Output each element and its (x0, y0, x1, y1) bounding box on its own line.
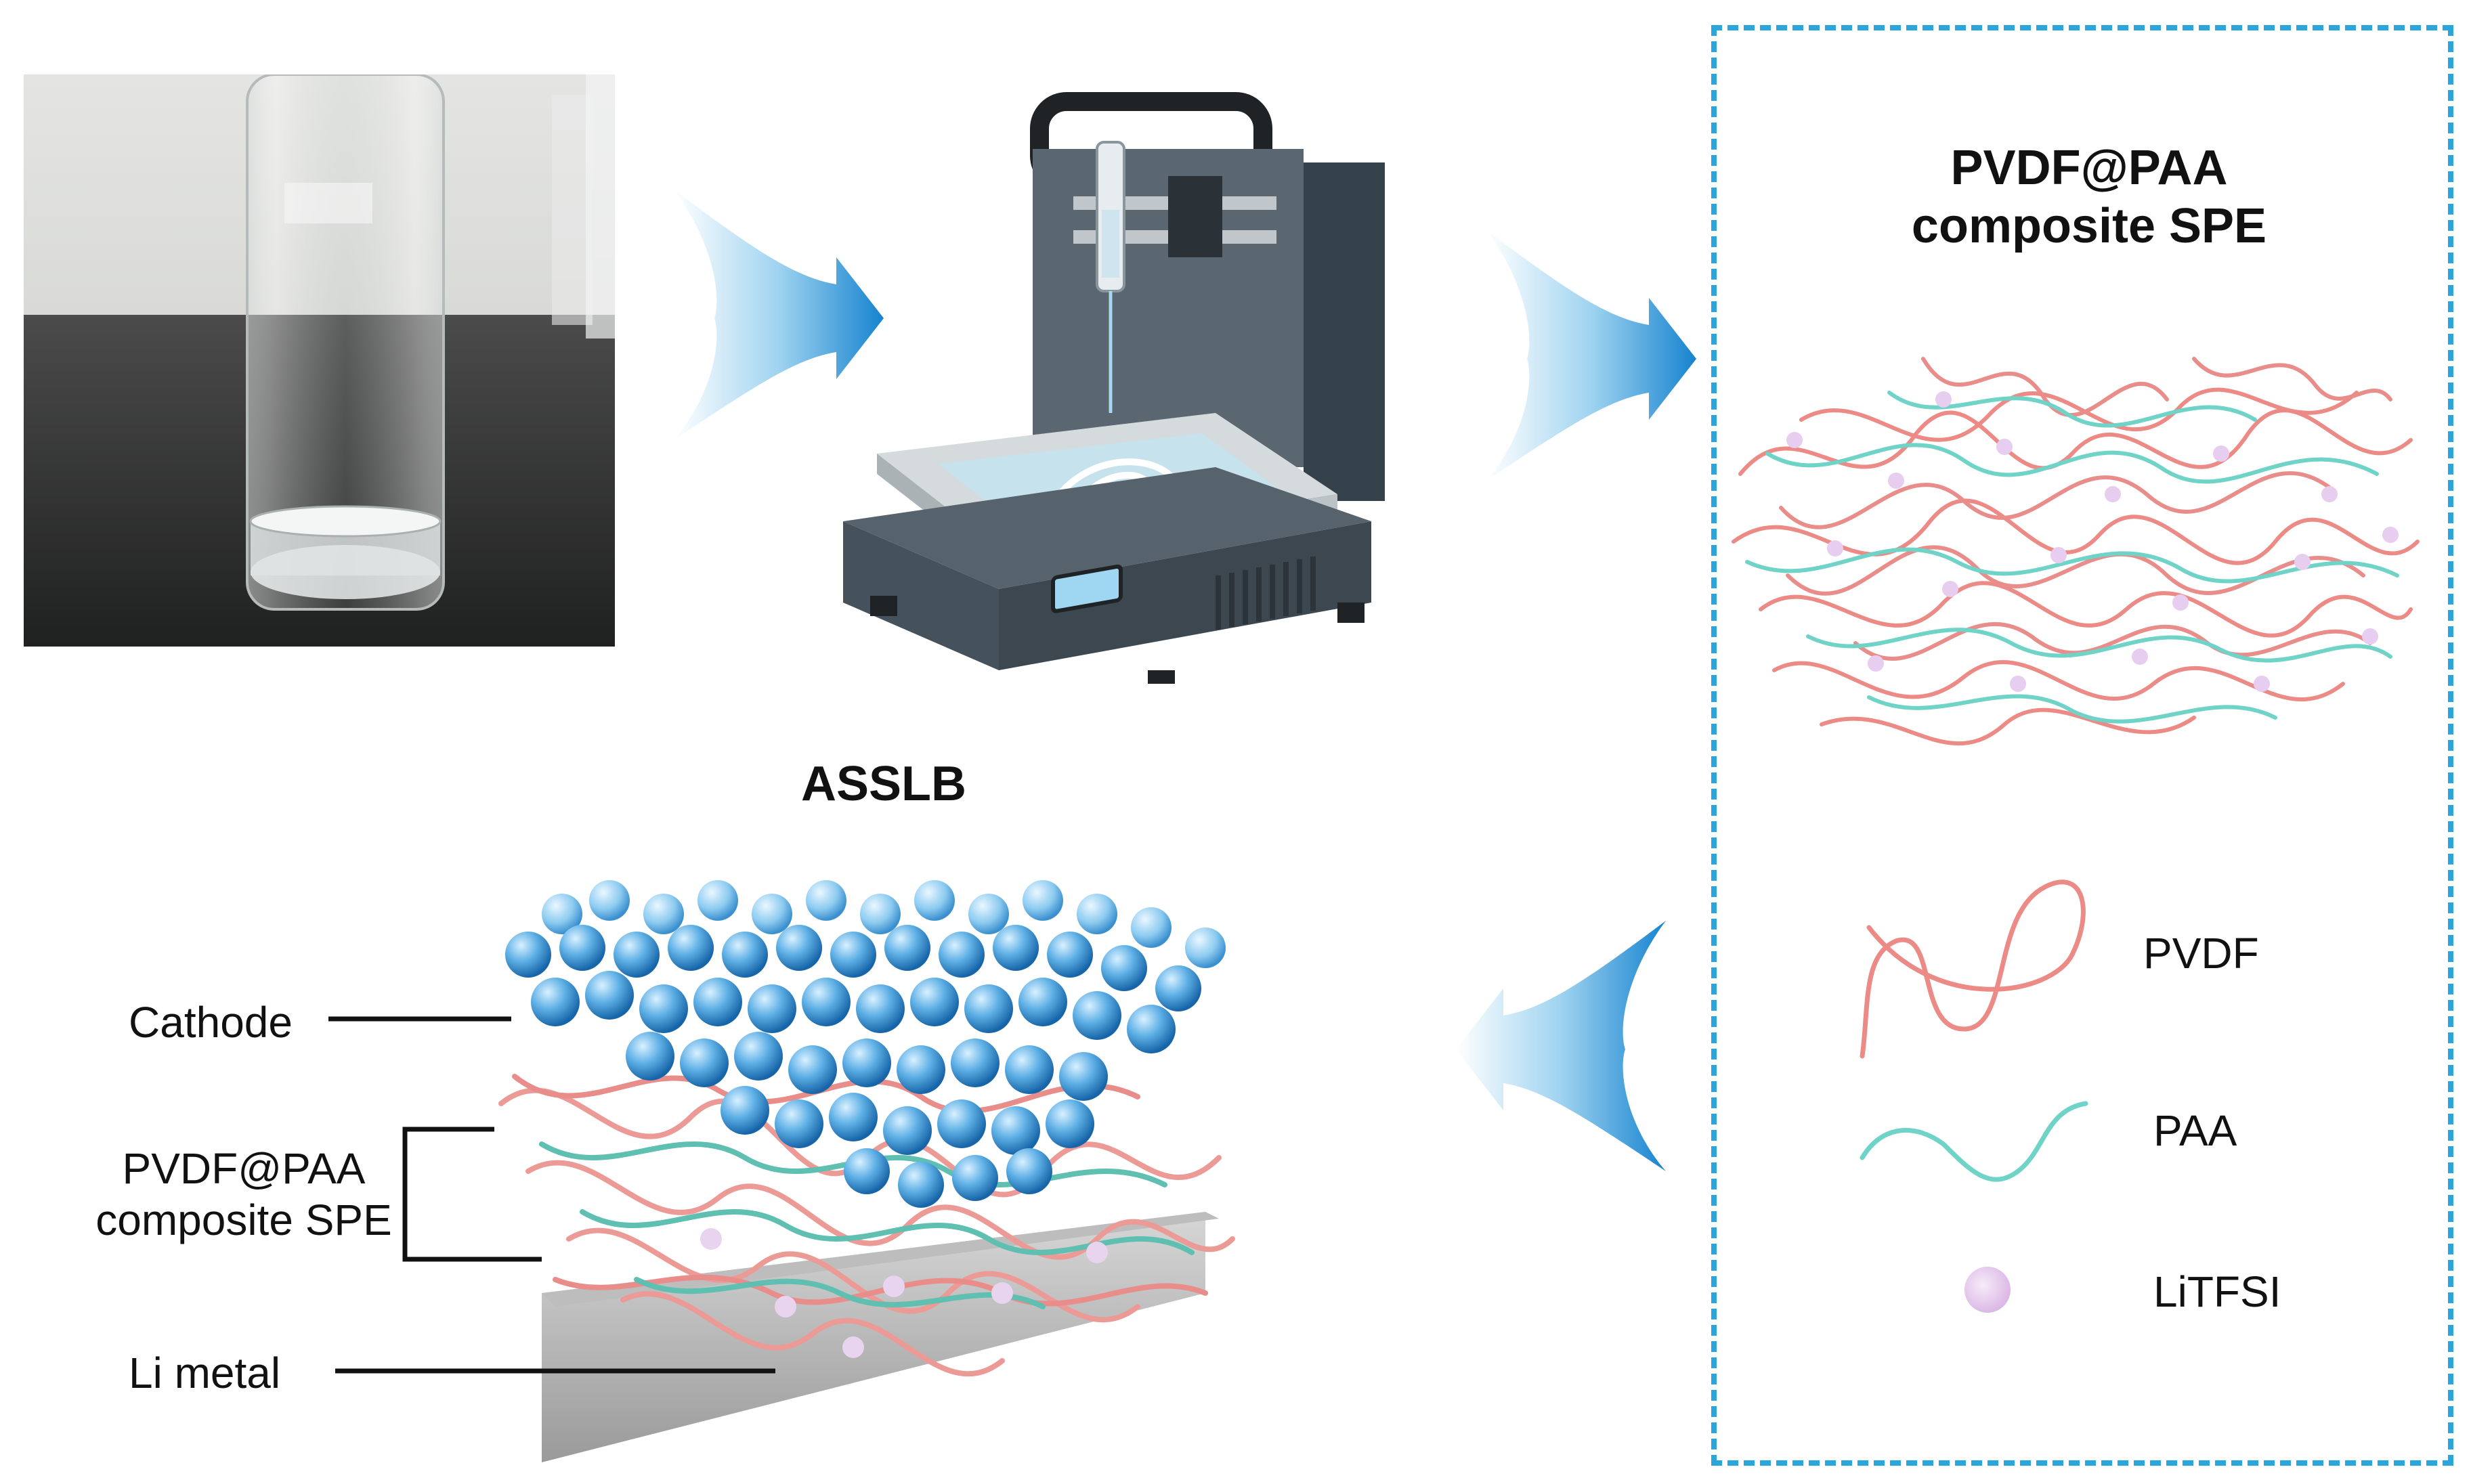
spe-bracket-line (402, 1127, 542, 1262)
flow-arrow-icon (1486, 230, 1696, 481)
legend-litfsi-label: LiTFSI (2153, 1267, 2281, 1316)
li-metal-leader-line (335, 1368, 775, 1374)
legend-pvdf-label: PVDF (2143, 929, 2259, 978)
glass-vial-photo (24, 74, 615, 647)
3d-printer-icon (843, 92, 1385, 684)
legend-paa-swatch (1860, 1101, 2088, 1182)
asslb-title: ASSLB (800, 757, 967, 811)
legend-litfsi-swatch (1964, 1267, 2011, 1313)
flow-arrow-icon (1456, 921, 1666, 1171)
flow-arrow-icon (674, 190, 884, 440)
fiber-network-illustration (1732, 357, 2420, 746)
legend-paa-label: PAA (2153, 1106, 2237, 1155)
li-metal-label: Li metal (129, 1349, 281, 1397)
cathode-leader-line (328, 1016, 511, 1022)
battery-illustration (498, 880, 1235, 1462)
cathode-label: Cathode (129, 998, 293, 1047)
spe-label: PVDF@PAA composite SPE (78, 1143, 410, 1246)
legend-pvdf-swatch (1860, 879, 2086, 1059)
solution-vial-photo (24, 74, 615, 647)
spe-label-line1: PVDF@PAA (122, 1144, 366, 1193)
composite-panel-title: PVDF@PAA composite SPE (1795, 139, 2384, 255)
composite-spe-panel (1711, 25, 2453, 1466)
composite-title-line1: PVDF@PAA (1950, 141, 2228, 195)
spe-label-line2: composite SPE (95, 1196, 392, 1244)
composite-title-line2: composite SPE (1911, 199, 2267, 253)
